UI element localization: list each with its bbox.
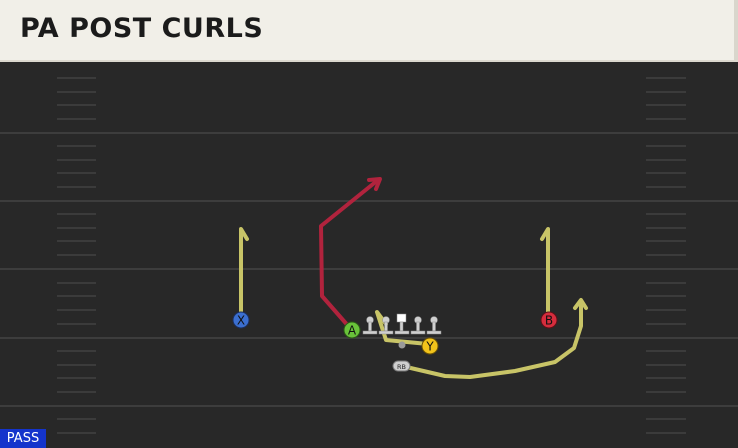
hash-marks-right <box>646 77 686 434</box>
player-b-label: B <box>545 314 553 328</box>
offensive-line <box>362 313 442 335</box>
play-title: PA POST CURLS <box>20 13 264 44</box>
route-a-post-arrow <box>367 177 382 191</box>
player-y[interactable]: Y <box>421 337 439 355</box>
title-bar-edge <box>734 0 738 60</box>
route-rb-arrow <box>573 298 588 310</box>
route-x-curl <box>239 227 249 320</box>
player-a-label: A <box>348 324 357 338</box>
left-guard <box>378 316 394 335</box>
yard-lines <box>0 132 738 407</box>
player-x-label: X <box>237 314 245 328</box>
route-b-curl <box>540 227 550 320</box>
left-tackle <box>362 316 378 335</box>
player-a[interactable]: A <box>343 321 361 339</box>
right-guard <box>410 316 426 335</box>
player-y-label: Y <box>425 340 434 354</box>
route-rb-wheel <box>400 300 583 379</box>
player-rb[interactable]: RB <box>392 360 411 372</box>
football-field <box>0 62 738 448</box>
route-a-post <box>319 178 380 330</box>
quarterback <box>398 341 406 349</box>
player-rb-label: RB <box>397 363 406 371</box>
play-title-bar: PA POST CURLS <box>0 0 738 60</box>
right-tackle <box>426 316 442 335</box>
hash-marks-left <box>57 77 96 434</box>
player-x[interactable]: X <box>232 311 250 329</box>
center <box>394 313 410 335</box>
play-type-badge: PASS <box>0 429 46 448</box>
route-y-flat <box>375 310 430 346</box>
player-b[interactable]: B <box>540 311 558 329</box>
